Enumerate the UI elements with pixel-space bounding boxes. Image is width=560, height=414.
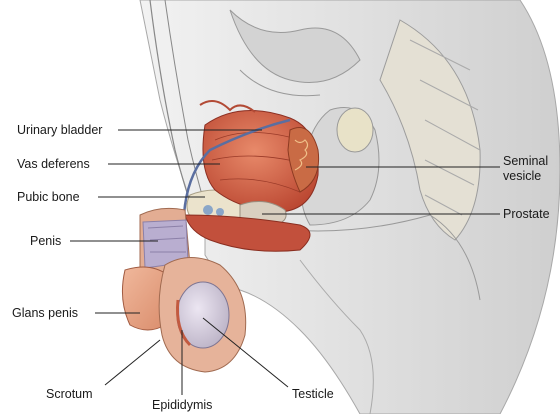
label-epididymis: Epididymis — [152, 398, 212, 413]
label-glans-penis: Glans penis — [12, 306, 78, 321]
label-scrotum: Scrotum — [46, 387, 93, 402]
label-seminal-vesicle: Seminal vesicle — [503, 154, 548, 184]
label-prostate: Prostate — [503, 207, 550, 222]
label-vas-deferens: Vas deferens — [17, 157, 90, 172]
label-penis: Penis — [30, 234, 61, 249]
label-urinary-bladder: Urinary bladder — [17, 123, 102, 138]
testicle-shape — [177, 282, 229, 348]
leader-scrotum — [105, 340, 160, 385]
label-pubic-bone: Pubic bone — [17, 190, 80, 205]
label-seminal-vesicle-line2: vesicle — [503, 169, 541, 183]
label-testicle: Testicle — [292, 387, 334, 402]
label-seminal-vesicle-line1: Seminal — [503, 154, 548, 168]
